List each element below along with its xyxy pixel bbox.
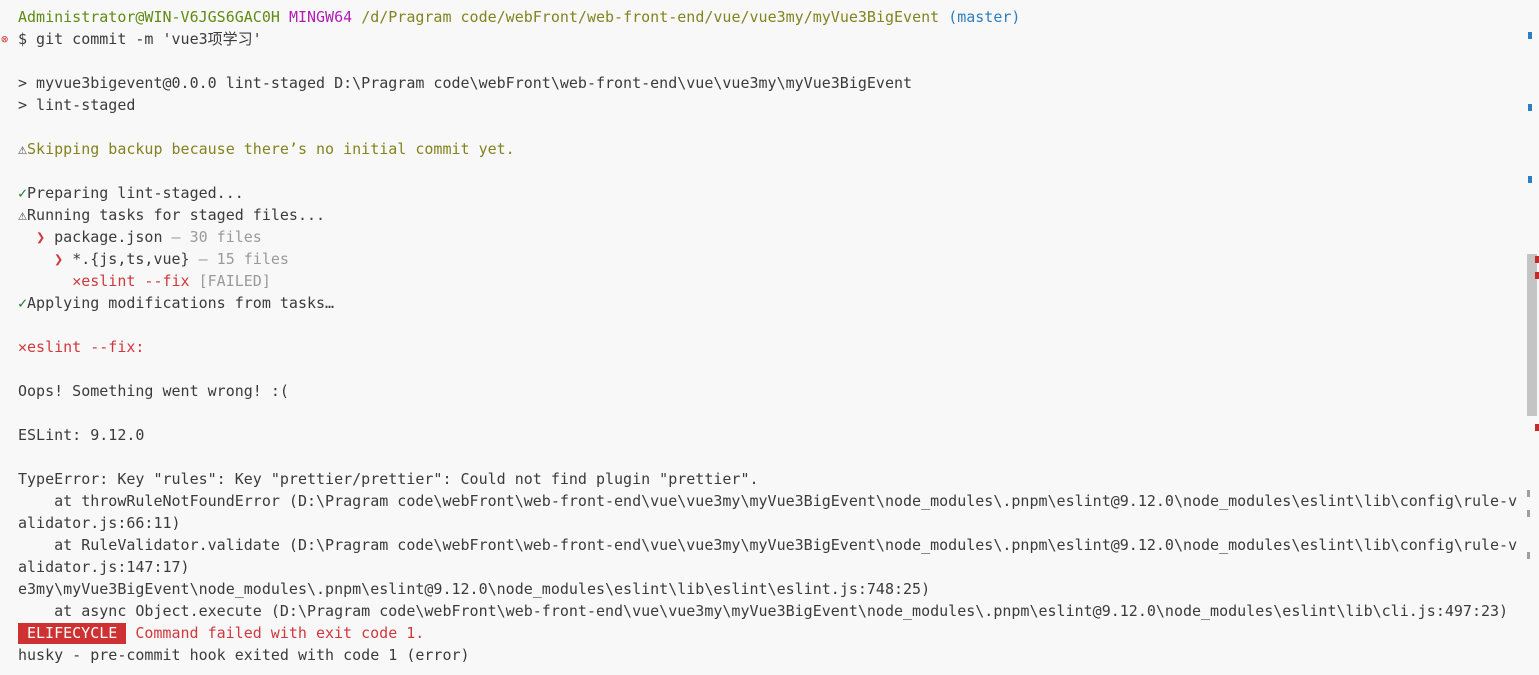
overview-ruler-marker [1527,552,1530,559]
package-json-task-line: ❯ package.json — 30 files [0,226,1512,248]
command-error-icon[interactable]: ⊗ [1,32,9,46]
overview-ruler-marker [1535,424,1539,431]
npm-cmd-text: > lint-staged [18,96,136,114]
applying-text: Applying modifications from tasks… [27,294,335,312]
prompt-system: MINGW64 [288,8,353,26]
blank-line [0,50,1512,72]
stack-trace-text: at throwRuleNotFoundError (D:\Pragram co… [18,492,1518,510]
oops-text: Oops! Something went wrong! :( [18,382,289,400]
type-error-text: TypeError: Key "rules": Key "prettier/pr… [18,470,759,488]
cross-icon: ✕ [18,338,28,356]
running-tasks-text: Running tasks for staged files... [27,206,326,224]
stack-trace-line: e3my\myVue3BigEvent\node_modules\.pnpm\e… [0,578,1512,600]
eslint-task-line: ✕eslint --fix [FAILED] [0,270,1512,292]
glob-label: *.{js,ts,vue} [72,250,190,268]
stack-trace-text: e3my\myVue3BigEvent\node_modules\.pnpm\e… [18,580,931,598]
elifecycle-line: ELIFECYCLE Command failed with exit code… [0,622,1512,644]
overview-ruler-marker [1527,510,1530,517]
prompt-path: /d/Pragram code/webFront/web-front-end/v… [361,8,940,26]
husky-text: husky - pre-commit hook exited with code… [18,646,470,664]
command-text: $ git commit -m 'vue3项学习' [18,30,262,48]
prompt-line: Administrator@WIN-V6JGS6GAC0H MINGW64 /d… [0,6,1512,28]
cross-icon: ✕ [72,272,82,290]
blank-line [0,358,1512,380]
prompt-user-host: Administrator@WIN-V6JGS6GAC0H [18,8,280,26]
applying-line: ✓Applying modifications from tasks… [0,292,1512,314]
overview-ruler-marker [1528,32,1532,39]
overview-ruler-marker [1528,104,1532,111]
elifecycle-message: Command failed with exit code 1. [135,624,425,642]
preparing-line: ✓Preparing lint-staged... [0,182,1512,204]
eslint-error-header-text: eslint --fix: [27,338,145,356]
warning-icon: ⚠ [18,206,28,224]
preparing-text: Preparing lint-staged... [27,184,244,202]
type-error-line: TypeError: Key "rules": Key "prettier/pr… [0,468,1512,490]
terminal-output[interactable]: Administrator@WIN-V6JGS6GAC0H MINGW64 /d… [0,6,1517,666]
package-json-label: package.json [54,228,163,246]
stack-trace-line: at RuleValidator.validate (D:\Pragram co… [0,534,1517,556]
elifecycle-badge: ELIFECYCLE [18,623,127,644]
glob-count: — 15 files [189,250,289,268]
npm-script-line: > myvue3bigevent@0.0.0 lint-staged D:\Pr… [0,72,1512,94]
overview-ruler-marker [1528,176,1532,183]
prompt-branch: (master) [948,8,1021,26]
check-icon: ✓ [18,184,28,202]
stack-trace-line: alidator.js:66:11) [0,512,1512,534]
overview-ruler-marker [1535,272,1539,279]
warning-icon: ⚠ [18,140,28,158]
npm-cmd-line: > lint-staged [0,94,1512,116]
blank-line [0,314,1512,336]
eslint-version-line: ESLint: 9.12.0 [0,424,1512,446]
skipping-backup-line: ⚠Skipping backup because there’s no init… [0,138,1512,160]
chevron-right-icon: ❯ [36,228,46,246]
chevron-right-icon: ❯ [54,250,64,268]
stack-trace-text: at async Object.execute (D:\Pragram code… [18,602,1509,620]
overview-ruler-marker [1527,490,1530,497]
oops-line: Oops! Something went wrong! :( [0,380,1512,402]
overview-ruler-marker [1535,256,1539,263]
vertical-scrollbar-thumb[interactable] [1527,254,1537,416]
skipping-backup-text: Skipping backup because there’s no initi… [27,140,515,158]
blank-line [0,446,1512,468]
command-line: ⊗ $ git commit -m 'vue3项学习' [0,28,1512,50]
stack-trace-line: at throwRuleNotFoundError (D:\Pragram co… [0,490,1517,512]
failed-status: [FAILED] [198,272,271,290]
stack-trace-text: alidator.js:147:17) [18,558,190,576]
running-tasks-line: ⚠Running tasks for staged files... [0,204,1512,226]
blank-line [0,402,1512,424]
husky-line: husky - pre-commit hook exited with code… [0,644,1512,666]
blank-line [0,116,1512,138]
glob-task-line: ❯ *.{js,ts,vue} — 15 files [0,248,1512,270]
eslint-fix-label: eslint --fix [81,272,190,290]
eslint-error-header-line: ✕eslint --fix: [0,336,1512,358]
eslint-version-text: ESLint: 9.12.0 [18,426,145,444]
package-json-count: — 30 files [162,228,262,246]
stack-trace-text: alidator.js:66:11) [18,514,181,532]
blank-line [0,160,1512,182]
check-icon: ✓ [18,294,28,312]
stack-trace-line: at async Object.execute (D:\Pragram code… [0,600,1512,622]
stack-trace-text: at RuleValidator.validate (D:\Pragram co… [18,536,1518,554]
npm-script-text: > myvue3bigevent@0.0.0 lint-staged D:\Pr… [18,74,913,92]
stack-trace-line: alidator.js:147:17) [0,556,1512,578]
